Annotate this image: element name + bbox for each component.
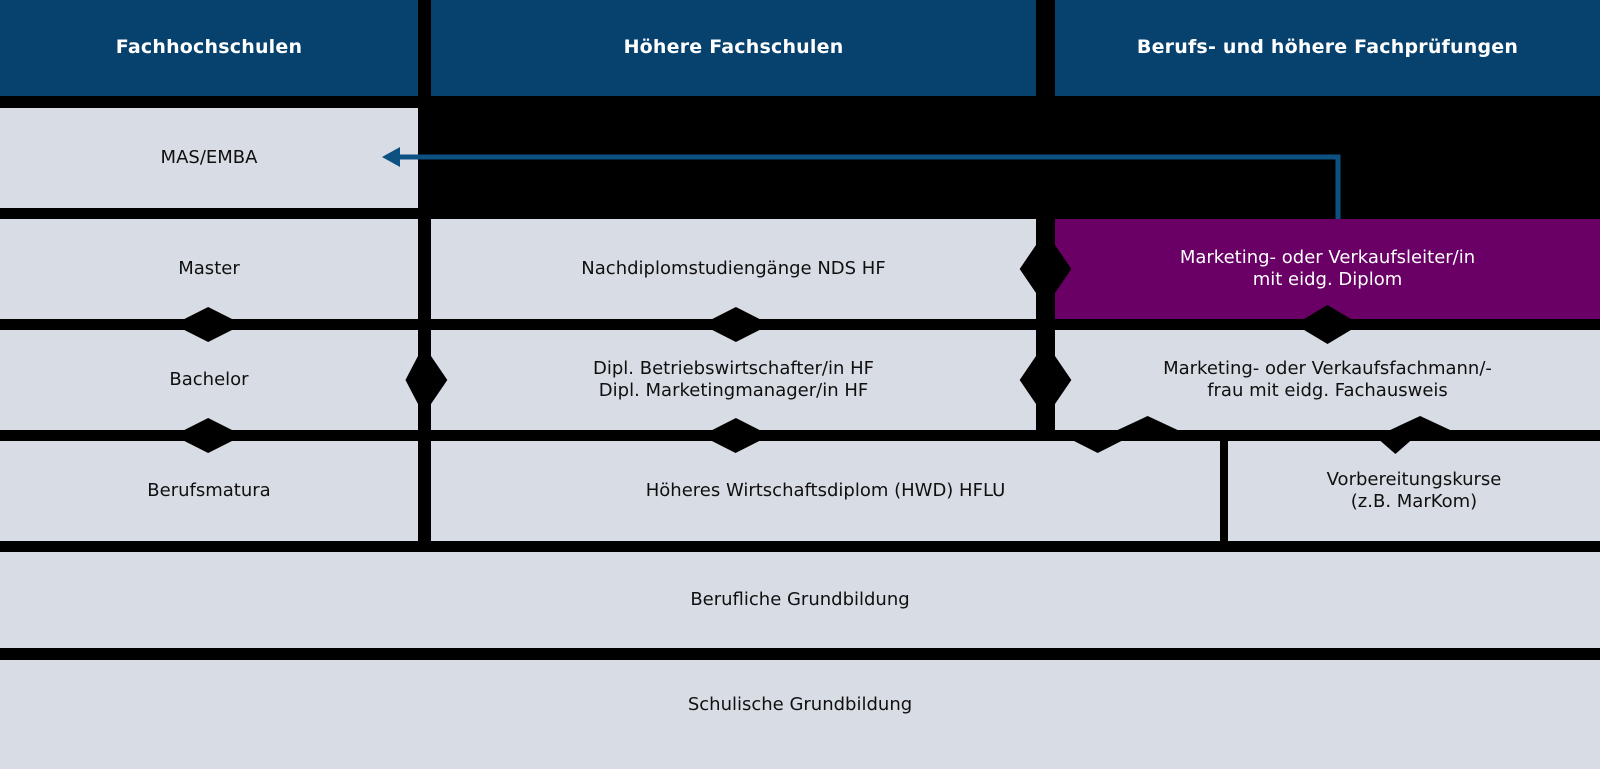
box-master: Master <box>0 219 418 319</box>
box-label: Vorbereitungskurse (z.B. MarKom) <box>1326 468 1502 513</box>
box-label: Bachelor <box>169 368 249 390</box>
column-header-berufs-und-hoehere-fachpruefungen: Berufs- und höhere Fachprüfungen <box>1055 0 1600 96</box>
column-header-label: Fachhochschulen <box>115 36 303 59</box>
box-berufsmatura: Berufsmatura <box>0 441 418 541</box>
box-nachdiplomstudiengaenge: Nachdiplomstudiengänge NDS HF <box>431 219 1036 319</box>
box-mas-emba: MAS/EMBA <box>0 108 418 208</box>
box-marketing-verkaufsleiter-diplom: Marketing- oder Verkaufsleiter/in mit ei… <box>1055 219 1600 319</box>
column-header-hoehere-fachschulen: Höhere Fachschulen <box>431 0 1036 96</box>
box-berufliche-grundbildung: Berufliche Grundbildung <box>0 552 1600 648</box>
connector-line <box>394 154 1341 219</box>
column-header-fachhochschulen: Fachhochschulen <box>0 0 418 96</box>
box-schulische-grundbildung: Schulische Grundbildung <box>0 660 1600 769</box>
box-label: Marketing- oder Verkaufsfachmann/- frau … <box>1163 357 1492 402</box>
box-dipl-betriebswirtschafter-marketingmanager: Dipl. Betriebswirtschafter/in HF Dipl. M… <box>431 330 1036 430</box>
box-label: Marketing- oder Verkaufsleiter/in mit ei… <box>1179 246 1476 291</box>
box-label: Nachdiplomstudiengänge NDS HF <box>581 257 886 279</box>
box-hoeheres-wirtschaftsdiplom: Höheres Wirtschaftsdiplom (HWD) HFLU <box>431 441 1220 541</box>
box-marketing-verkaufsfachmann-fachausweis: Marketing- oder Verkaufsfachmann/- frau … <box>1055 330 1600 430</box>
box-label: Berufsmatura <box>147 479 271 501</box>
column-header-label: Höhere Fachschulen <box>623 36 844 59</box>
box-label: Schulische Grundbildung <box>687 694 913 716</box>
box-bachelor: Bachelor <box>0 330 418 430</box>
box-vorbereitungskurse: Vorbereitungskurse (z.B. MarKom) <box>1228 441 1600 541</box>
box-label: Master <box>178 257 240 279</box>
box-label: MAS/EMBA <box>160 146 258 168</box>
box-label: Dipl. Betriebswirtschafter/in HF Dipl. M… <box>592 357 875 402</box>
box-label: Berufliche Grundbildung <box>690 588 910 610</box>
box-label: Höheres Wirtschaftsdiplom (HWD) HFLU <box>645 479 1006 501</box>
column-header-label: Berufs- und höhere Fachprüfungen <box>1136 36 1519 59</box>
